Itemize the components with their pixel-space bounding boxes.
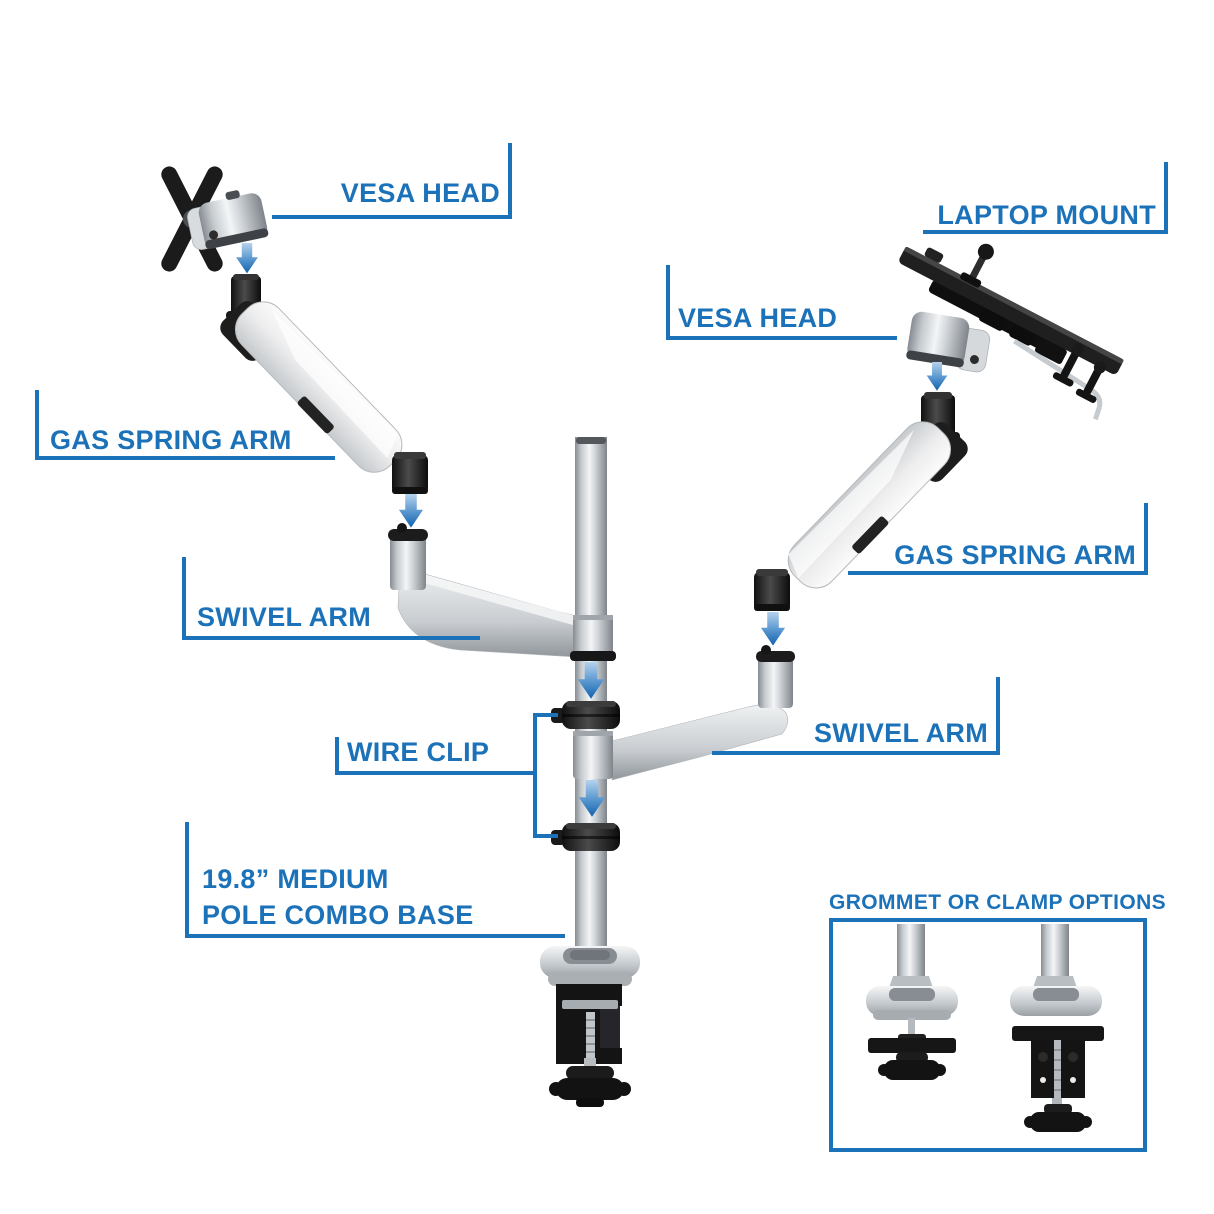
down-arrow-icon xyxy=(926,362,948,391)
callout-vesa-head-left: VESA HEAD xyxy=(340,178,500,208)
swivel-arm-right-part xyxy=(573,645,795,781)
callout-gas-spring-arm-left: GAS SPRING ARM xyxy=(50,425,292,455)
clamp-option-part xyxy=(1010,924,1104,1132)
callout-bracket-swivel-arm-left xyxy=(182,557,480,640)
callout-swivel-arm-left: SWIVEL ARM xyxy=(197,602,372,632)
callout-bracket-swivel-arm-right xyxy=(712,677,1000,755)
callout-laptop-mount: LAPTOP MOUNT xyxy=(937,200,1156,230)
down-arrow-icon xyxy=(398,494,424,528)
callout-bracket-pole-base xyxy=(185,822,565,938)
down-arrow-icon xyxy=(236,243,258,274)
gas-spring-arm-right-part xyxy=(754,421,968,646)
callout-bracket-vesa-head-right xyxy=(666,265,897,340)
wire-clip-span-bracket xyxy=(533,713,558,838)
vesa-head-right-part xyxy=(906,311,991,441)
pole-combo-base xyxy=(540,946,640,1107)
inset-title: GROMMET OR CLAMP OPTIONS xyxy=(829,891,1167,914)
callout-wire-clip: WIRE CLIP xyxy=(347,737,490,767)
laptop-mount-part xyxy=(899,243,1124,421)
swivel-arm-left-part xyxy=(388,523,616,661)
callout-pole-base-line2: POLE COMBO BASE xyxy=(202,900,474,930)
down-arrow-icon xyxy=(760,612,786,646)
callout-bracket-gas-spring-arm-right xyxy=(848,503,1148,575)
vesa-head-left-part xyxy=(161,166,269,320)
callout-pole-base: 19.8” MEDIUM POLE COMBO BASE xyxy=(202,861,474,933)
inset-box xyxy=(829,918,1147,1152)
wire-clip-top xyxy=(551,701,620,729)
callout-gas-spring-arm-right: GAS SPRING ARM xyxy=(894,540,1136,570)
callout-bracket-laptop-mount xyxy=(923,162,1168,234)
callout-bracket-gas-spring-arm-left xyxy=(35,390,335,460)
callout-bracket-vesa-head-left xyxy=(272,143,512,219)
callout-vesa-head-right: VESA HEAD xyxy=(678,303,838,333)
callout-swivel-arm-right: SWIVEL ARM xyxy=(813,718,988,748)
gas-spring-arm-left-part xyxy=(220,301,428,528)
callout-pole-base-line1: 19.8” MEDIUM xyxy=(202,864,389,894)
grommet-option-part xyxy=(866,924,958,1080)
callout-bracket-wire-clip xyxy=(335,737,533,775)
